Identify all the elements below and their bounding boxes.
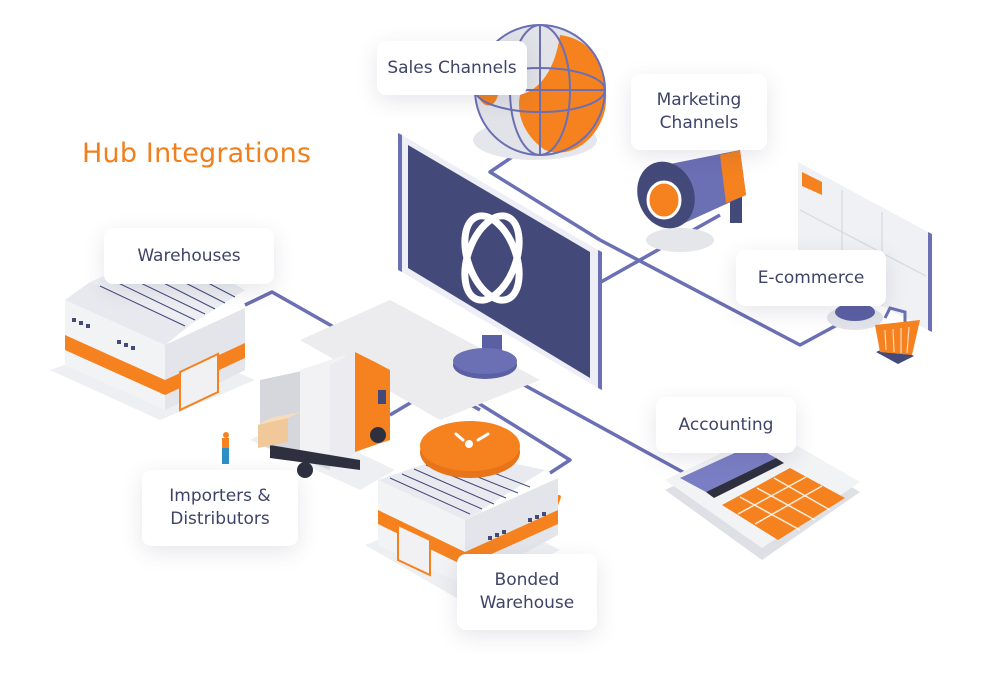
label-text-line2: Channels <box>659 113 739 133</box>
label-text-line1: Importers & <box>169 486 271 506</box>
label-text: E-commerce <box>757 267 865 288</box>
bonded-warehouse-icon <box>365 421 560 600</box>
monitor-hub <box>300 133 602 420</box>
label-text-line1: Marketing <box>656 90 742 110</box>
label-text-line1: Bonded <box>494 570 560 590</box>
connector-accounting <box>514 378 691 478</box>
connector-ecommerce <box>599 238 851 347</box>
label-bonded-warehouse: Bonded Warehouse <box>457 554 597 630</box>
label-warehouses: Warehouses <box>104 228 274 284</box>
connector-sales <box>488 153 601 242</box>
ecommerce-screen-icon <box>796 160 932 332</box>
label-text: Warehouses <box>137 245 241 266</box>
label-accounting: Accounting <box>656 397 796 453</box>
orbit-logo-icon <box>461 212 523 304</box>
label-text-line2: Distributors <box>170 509 270 529</box>
label-marketing-channels: Marketing Channels <box>631 74 767 150</box>
label-text: Sales Channels <box>387 57 517 78</box>
delivery-truck-icon <box>222 352 395 490</box>
shopping-basket-icon <box>875 306 920 364</box>
label-ecommerce: E-commerce <box>736 250 886 306</box>
worker-figure <box>222 432 229 464</box>
label-importers-distributors: Importers & Distributors <box>142 470 298 546</box>
label-sales-channels: Sales Channels <box>377 41 527 95</box>
label-text-line2: Warehouse <box>479 593 575 613</box>
warehouse-icon <box>50 248 255 420</box>
megaphone-icon <box>637 150 746 252</box>
connector-bonded <box>469 396 572 475</box>
page-title: Hub Integrations <box>82 138 312 169</box>
label-text: Accounting <box>678 414 774 435</box>
calculator-icon <box>533 430 860 560</box>
